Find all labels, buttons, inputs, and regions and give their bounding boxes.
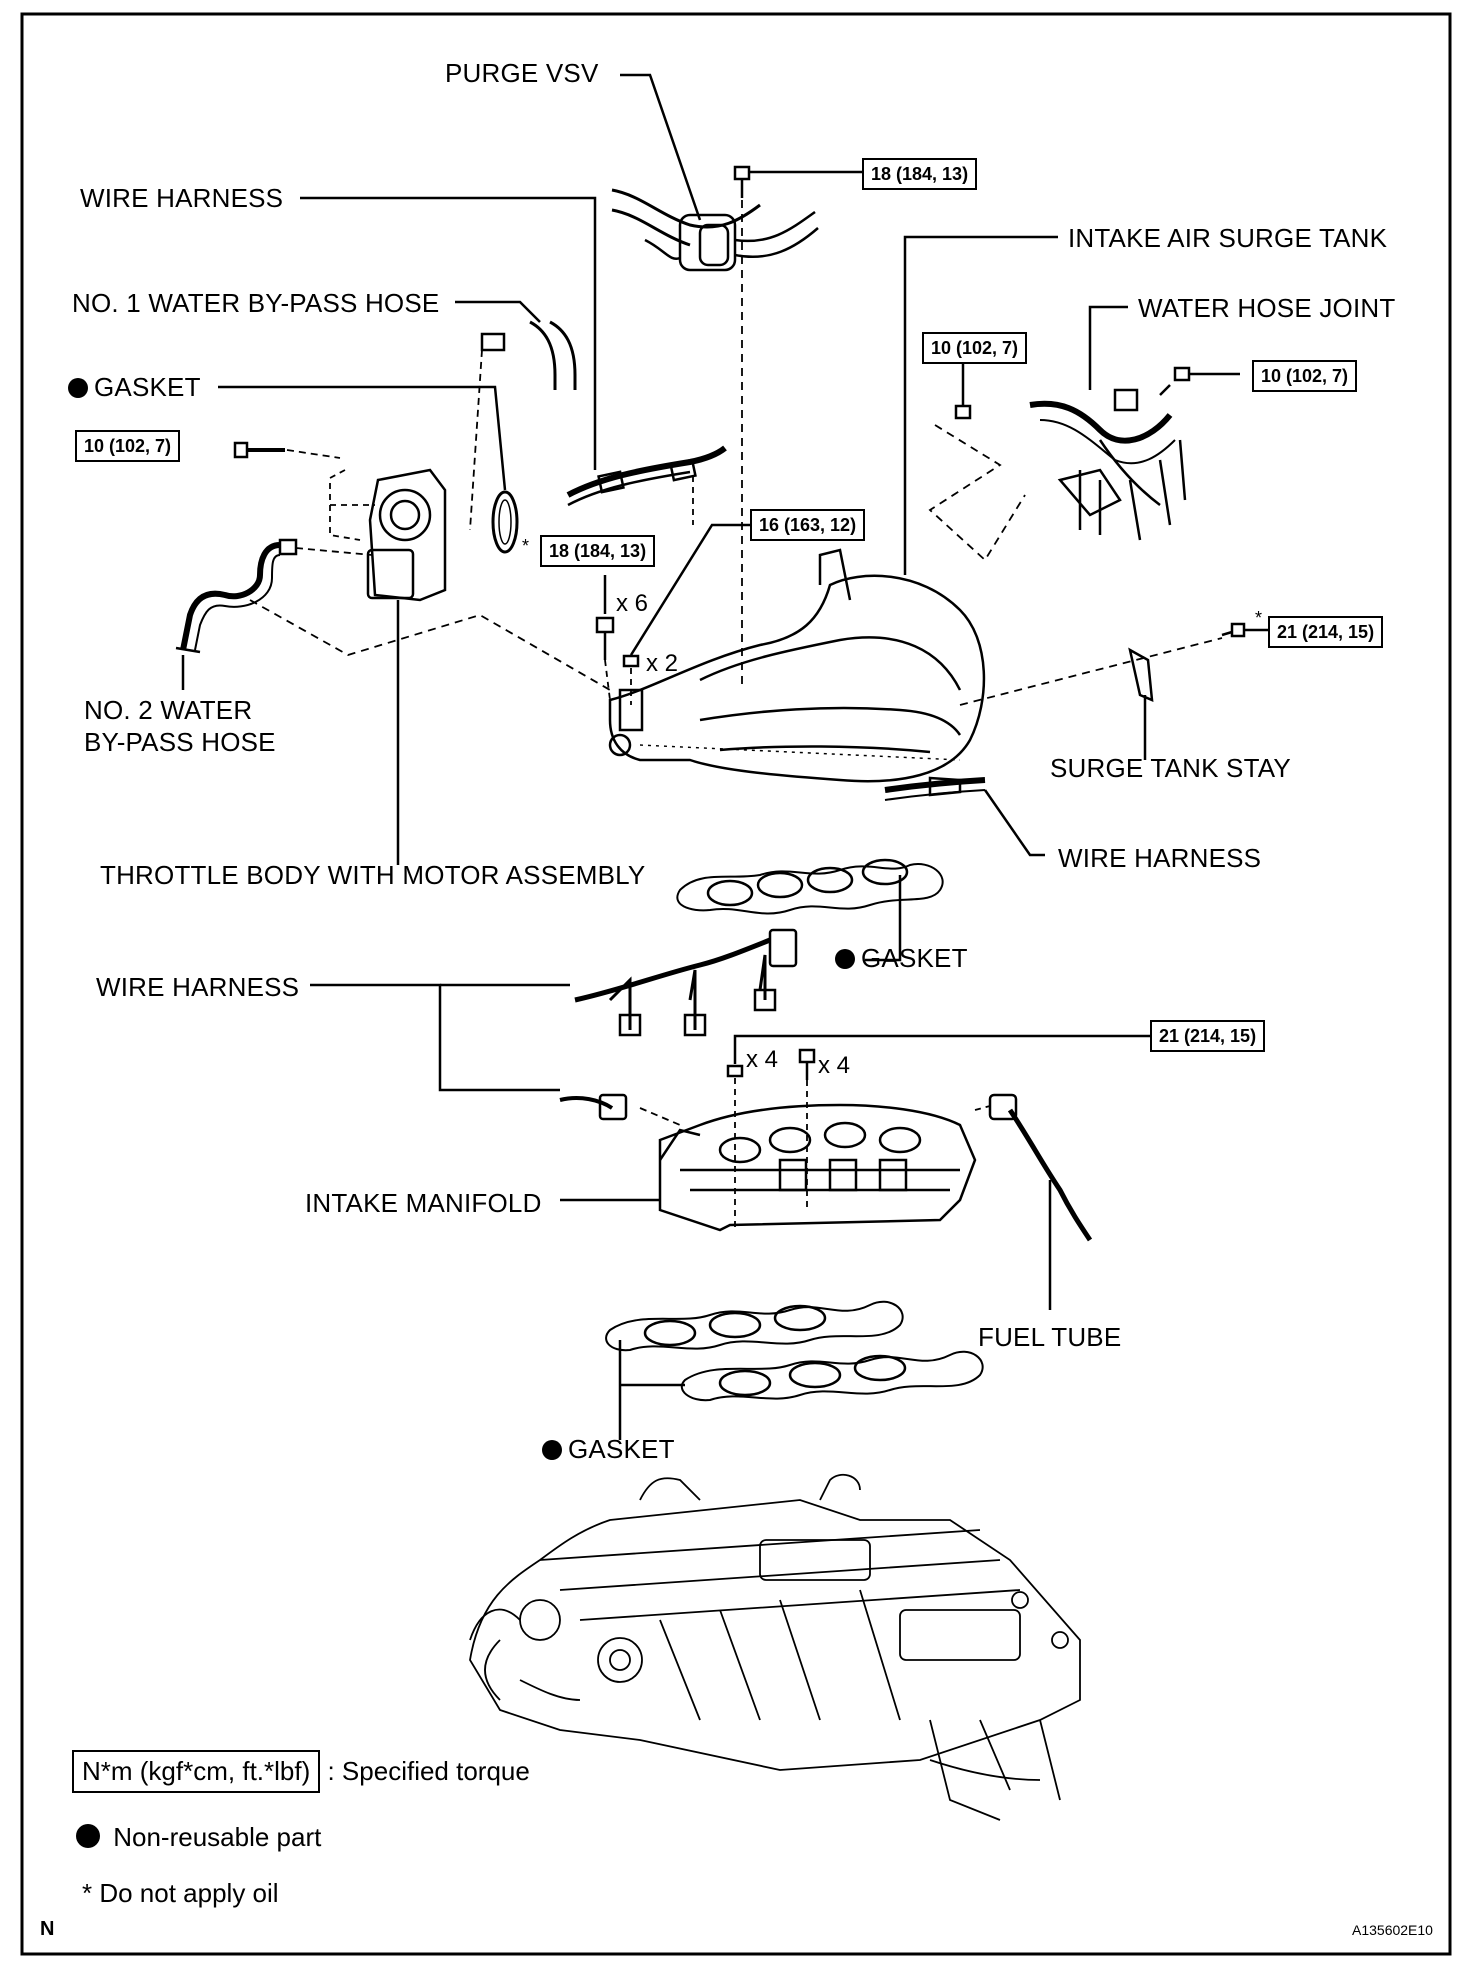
surge-tank-stay-part [1128, 647, 1154, 702]
torque-manifold: 21 (214, 15) [1150, 1020, 1266, 1052]
legend-torque-desc: : Specified torque [327, 1756, 530, 1786]
label-intake-air-surge-tank: INTAKE AIR SURGE TANK [1068, 223, 1388, 253]
stay-dash [959, 637, 1223, 706]
wire-harness-left-leader [310, 983, 560, 1092]
hose-joint-bolt-left [954, 392, 972, 420]
label-intake-manifold: INTAKE MANIFOLD [305, 1188, 542, 1218]
torque-stay-bolt: 21 (214, 15) [1268, 616, 1384, 648]
label-wire-harness-top: WIRE HARNESS [80, 183, 284, 213]
legend-no-oil: * Do not apply oil [82, 1878, 279, 1908]
label-wire-harness-left: WIRE HARNESS [96, 972, 300, 1002]
wire-harness-top-leader [300, 196, 597, 470]
hose-joint-dash [928, 424, 1026, 562]
torque-throttle-bolt: 10 (102, 7) [75, 430, 181, 462]
label-fuel-tube: FUEL TUBE [978, 1322, 1122, 1352]
wire-harness-lower-part [559, 928, 798, 1121]
label-throttle-body: THROTTLE BODY WITH MOTOR ASSEMBLY [100, 860, 646, 890]
surge-bolt [595, 616, 615, 701]
asterisk-surge-bolt: * [522, 536, 529, 556]
label-water-hose-joint: WATER HOSE JOINT [1138, 293, 1396, 323]
label-no1-water-bypass-hose: NO. 1 WATER BY-PASS HOSE [72, 288, 440, 318]
throttle-body-part [329, 468, 447, 602]
wire-harness-mid-leader [983, 789, 1045, 857]
manifold-torque-leader [733, 1034, 1150, 1064]
non-reusable-dot-icon [835, 949, 855, 969]
water-hose-joint-leader [1088, 305, 1128, 390]
purge-vsv-part [611, 188, 819, 272]
legend-torque-box: N*m (kgf*cm, ft.*lbf) [72, 1750, 321, 1793]
gasket-manifold-leader [618, 1340, 685, 1440]
label-no2-water-line1: NO. 2 WATER [84, 695, 253, 725]
qty-surge-bolt: x 6 [616, 590, 649, 617]
torque-surge-bolt: 18 (184, 13) [540, 535, 656, 567]
page-border [20, 12, 1452, 1956]
figure-code: A135602E10 [1352, 1922, 1433, 1938]
torque-surge-nut: 16 (163, 12) [750, 509, 866, 541]
gasket-manifold-part [605, 1300, 984, 1402]
surge-nut [622, 654, 640, 705]
surge-tank-part [608, 548, 986, 783]
no1-hose-part [469, 320, 577, 531]
torque-hose-joint-right: 10 (102, 7) [1252, 360, 1358, 392]
footer-left-marker: N [40, 1918, 55, 1940]
qty-manifold-nut: x 4 [746, 1046, 779, 1073]
wire-harness-mid-part [884, 776, 986, 801]
label-gasket-manifold: GASKET [542, 1434, 675, 1465]
non-reusable-dot-icon [68, 378, 88, 398]
label-wire-harness-mid: WIRE HARNESS [1058, 843, 1262, 873]
surge-nut-leader [629, 523, 750, 656]
label-gasket-throttle: GASKET [68, 372, 201, 403]
fuel-tube-part [974, 1093, 1093, 1242]
no2-hose-part [175, 538, 373, 654]
non-reusable-dot-icon [542, 1440, 562, 1460]
qty-manifold-bolt: x 4 [818, 1052, 851, 1079]
purge-bolt [733, 165, 751, 198]
label-purge-vsv: PURGE VSV [445, 58, 599, 88]
engine-block-part [469, 1473, 1081, 1821]
wire-harness-top-part [566, 445, 727, 525]
no1-hose-leader [455, 300, 541, 323]
stay-bolt [1221, 622, 1246, 638]
throttle-gasket-part [491, 490, 519, 554]
purge-vsv-leader [620, 73, 702, 221]
qty-surge-nut: x 2 [646, 650, 679, 677]
gasket-surge-leader [865, 875, 902, 962]
torque-hose-joint-left: 10 (102, 7) [922, 332, 1028, 364]
hose-joint-bolt-right [1159, 366, 1191, 396]
gasket-surge-part [676, 858, 944, 915]
non-reusable-dot-icon [76, 1824, 100, 1848]
label-surge-tank-stay: SURGE TANK STAY [1050, 753, 1291, 783]
surge-tank-leader [903, 235, 1058, 575]
throttle-surge-dash [249, 599, 611, 691]
throttle-bolt [233, 441, 341, 459]
legend-non-reusable: Non-reusable part [76, 1822, 321, 1853]
intake-manifold-part [658, 1103, 977, 1232]
asterisk-stay-bolt: * [1255, 608, 1262, 628]
manifold-nut [726, 1064, 744, 1230]
water-hose-joint-part [1029, 388, 1187, 541]
label-no2-water-line2: BY-PASS HOSE [84, 727, 276, 757]
torque-purge-bolt: 18 (184, 13) [862, 158, 978, 190]
legend-torque: N*m (kgf*cm, ft.*lbf) : Specified torque [72, 1750, 530, 1793]
gasket-throttle-leader [218, 385, 507, 491]
manifold-bolt [798, 1048, 816, 1210]
label-gasket-surge: GASKET [835, 943, 968, 974]
